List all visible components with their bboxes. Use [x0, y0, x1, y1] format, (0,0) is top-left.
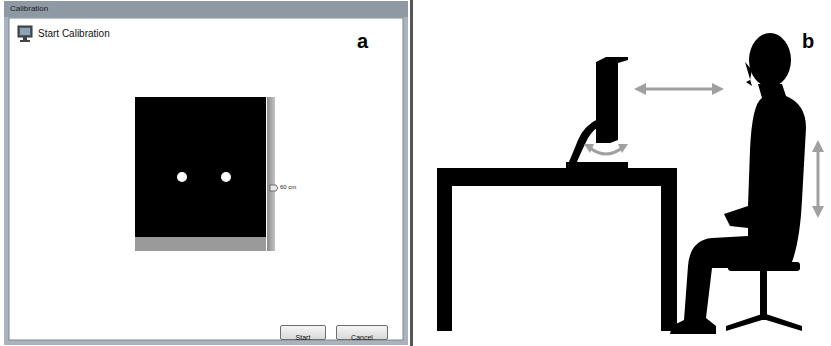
button-label: Start: [292, 331, 315, 344]
camera-preview: [135, 97, 266, 237]
arrow-head: [812, 140, 824, 152]
person-silhouette: [670, 33, 806, 334]
arrow-head: [618, 144, 628, 153]
tilt-arrow: [590, 148, 622, 154]
preview-bar: [135, 237, 266, 251]
slider-knob: [270, 185, 278, 191]
eye-dot: [177, 172, 187, 182]
panel-divider: [410, 0, 413, 346]
dialog-client: [9, 18, 403, 340]
dialog-window: CalibrationStart CalibrationStart Cancel: [4, 1, 408, 345]
dialog-button: Cancel: [336, 325, 388, 340]
arrow-head: [712, 83, 724, 95]
height-arrow: [817, 150, 820, 208]
monitor: [566, 57, 628, 168]
chair: [726, 262, 802, 331]
distance-arrow: [644, 88, 714, 91]
arrow-head: [584, 144, 594, 153]
window-title: Calibration: [10, 4, 48, 13]
distance-slider: [267, 97, 275, 251]
desk: [437, 168, 677, 331]
panel-letter: b: [802, 30, 814, 53]
window-frame: [4, 1, 408, 345]
eye-dot: [221, 172, 231, 182]
button-label: Cancel: [347, 331, 377, 344]
panel-letter: a: [357, 30, 368, 53]
dialog-heading: Start Calibration: [38, 28, 110, 39]
arrow-head: [812, 206, 824, 218]
arrow-head: [634, 83, 646, 95]
dialog-button: Start: [280, 325, 326, 340]
distance-value: 60 cm: [280, 184, 296, 190]
title-bar: [4, 1, 408, 17]
monitor-icon: [18, 26, 32, 42]
